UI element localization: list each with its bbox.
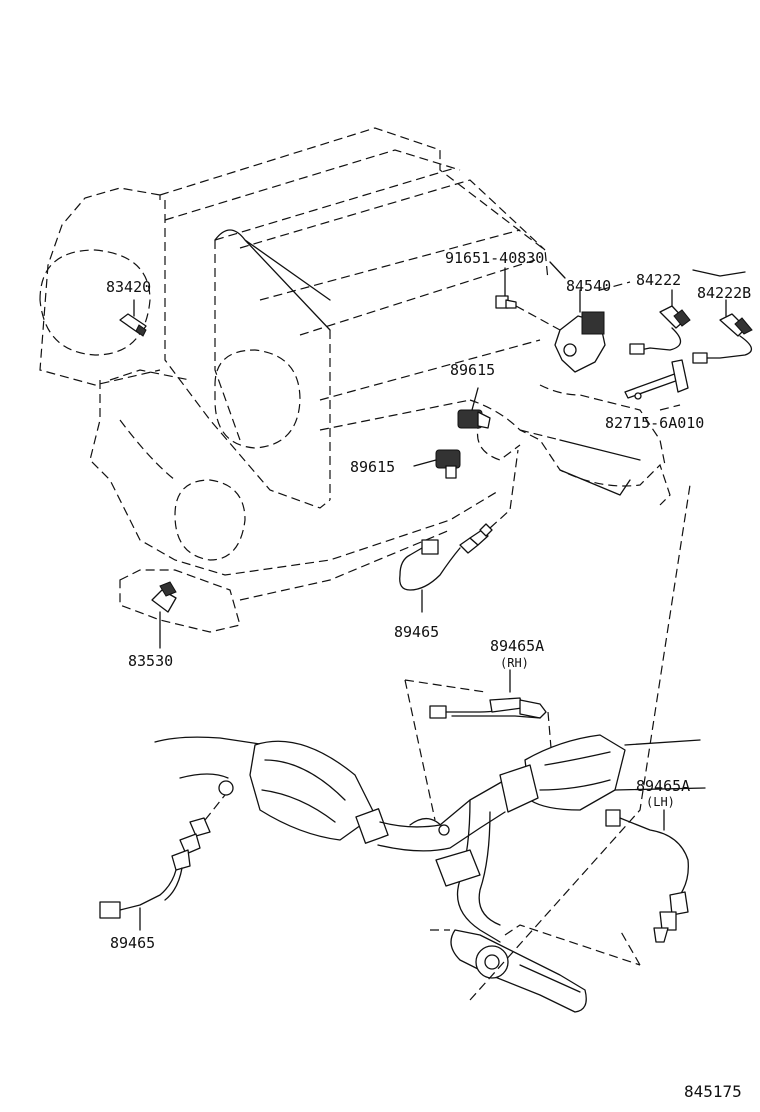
o2-sensor-89465a-rh xyxy=(429,697,547,719)
sensor-83420 xyxy=(119,299,147,337)
switch-84222 xyxy=(629,289,691,355)
label-83420: 83420 xyxy=(106,278,151,296)
sensor-83530 xyxy=(151,581,177,649)
label-84540: 84540 xyxy=(566,277,611,295)
label-89615-lower: 89615 xyxy=(350,458,395,476)
note-lh: (LH) xyxy=(646,795,675,809)
sensor-89615-upper xyxy=(457,387,491,429)
sensor-89615-lower xyxy=(413,449,461,479)
label-89465-upper: 89465 xyxy=(394,623,439,641)
label-89465-lower: 89465 xyxy=(110,934,155,952)
o2-sensor-89465a-lh xyxy=(605,809,689,943)
bolt-91651 xyxy=(495,267,561,331)
label-89465a-lh: 89465A xyxy=(636,777,690,795)
o2-sensor-89465-upper xyxy=(399,449,519,613)
note-rh: (RH) xyxy=(500,656,529,670)
label-84222: 84222 xyxy=(636,271,681,289)
throttle-sensor-84540 xyxy=(554,289,606,373)
label-82715: 82715-6A010 xyxy=(605,414,704,432)
label-89465a-rh: 89465A xyxy=(490,637,544,655)
label-91651: 91651-40830 xyxy=(445,249,544,267)
diagram-code: 845175 xyxy=(684,1082,742,1101)
exhaust-pipe xyxy=(154,484,706,1013)
o2-sensor-89465-lower xyxy=(99,780,234,931)
label-83530: 83530 xyxy=(128,652,173,670)
bracket-82715 xyxy=(624,359,689,411)
engine-block xyxy=(39,127,671,633)
label-84222b: 84222B xyxy=(697,284,751,302)
label-89615-upper: 89615 xyxy=(450,361,495,379)
switch-84222b xyxy=(692,299,753,364)
